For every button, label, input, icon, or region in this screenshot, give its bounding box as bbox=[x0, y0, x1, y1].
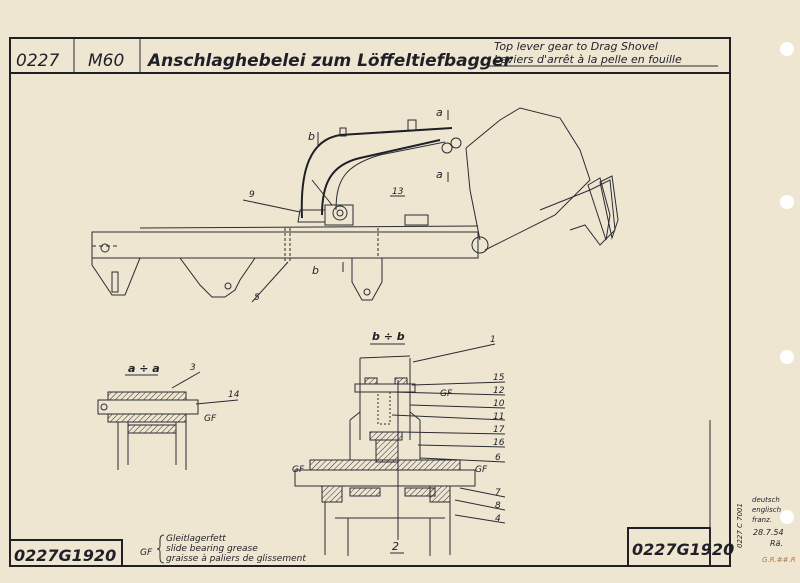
callout-6: 6 bbox=[495, 453, 501, 463]
grease-label-bb: GF bbox=[440, 389, 453, 399]
callout-11: 11 bbox=[493, 412, 504, 422]
title-german: Anschlaghebelei zum Löffeltiefbagger bbox=[146, 51, 513, 71]
section-aa-title: a ÷ a bbox=[128, 362, 160, 375]
legend-line-de: Gleitlagerfett bbox=[166, 534, 226, 544]
section-b-b: b ÷ b 1 15 12 bbox=[292, 330, 506, 556]
title-english: Top lever gear to Drag Shovel bbox=[494, 40, 658, 53]
punch-hole-top bbox=[780, 42, 794, 56]
language-en: englisch bbox=[752, 506, 781, 514]
callout-7: 7 bbox=[495, 488, 501, 498]
callout-leaders bbox=[391, 343, 506, 524]
callout-8: 8 bbox=[495, 501, 501, 511]
grease-label-bb-left: GF bbox=[292, 465, 305, 475]
callout-15: 15 bbox=[493, 373, 505, 383]
callout-2: 2 bbox=[392, 540, 399, 553]
legend-line-fr: graisse à paliers de glissement bbox=[166, 554, 306, 564]
callout-16: 16 bbox=[493, 438, 505, 448]
grease-label-bb-right: GF bbox=[475, 465, 488, 475]
callout-1: 1 bbox=[490, 335, 496, 345]
language-fr: franz. bbox=[752, 516, 772, 524]
callout-12: 12 bbox=[493, 386, 505, 396]
callout-14: 14 bbox=[228, 390, 240, 400]
legend-brace bbox=[156, 534, 165, 564]
section-mark-b-bottom: b bbox=[312, 264, 319, 277]
grease-legend: GF Gleitlagerfett slide bearing grease g… bbox=[140, 534, 306, 564]
callout-10: 10 bbox=[493, 399, 505, 409]
drawing-number-box-right: 0227G1920 bbox=[627, 420, 734, 567]
revision-code: 0227 C 7001 bbox=[736, 503, 744, 548]
section-bb-title: b ÷ b bbox=[372, 330, 405, 343]
section-mark-a-bottom: a bbox=[436, 168, 443, 181]
main-side-view: a a b b 9 13 5 bbox=[91, 106, 619, 303]
callout-3: 3 bbox=[190, 363, 196, 373]
section-mark-b-top: b bbox=[308, 130, 315, 143]
callout-17: 17 bbox=[493, 425, 505, 435]
grease-label-aa: GF bbox=[204, 414, 217, 424]
stamp: G.R.##.R bbox=[762, 556, 796, 564]
title-block: 0227 M60 Anschlaghebelei zum Löffeltiefb… bbox=[16, 40, 682, 71]
punch-hole-bottom bbox=[780, 510, 794, 524]
callout-13: 13 bbox=[392, 187, 404, 197]
sheet-number: 0227 bbox=[16, 51, 59, 71]
title-french: Leviers d'arrêt à la pelle en fouille bbox=[494, 53, 682, 66]
callout-9: 9 bbox=[249, 190, 255, 200]
punch-hole-upper bbox=[780, 195, 794, 209]
revision-date: 28.7.54 bbox=[753, 528, 784, 537]
legend-abbr: GF bbox=[140, 548, 153, 558]
section-a-a: a ÷ a 3 14 GF bbox=[97, 362, 240, 470]
frame bbox=[9, 37, 731, 567]
drawing-number-box-left: 0227G1920 bbox=[9, 539, 123, 567]
revision-strip: 0227 C 7001 deutsch englisch franz. 28.7… bbox=[736, 496, 796, 564]
model-code: M60 bbox=[88, 51, 124, 71]
drawing-number-left: 0227G1920 bbox=[14, 546, 116, 565]
drawing-number-right: 0227G1920 bbox=[632, 540, 734, 559]
legend-line-en: slide bearing grease bbox=[166, 544, 258, 554]
callout-4: 4 bbox=[495, 514, 501, 524]
revision-initials: Rä. bbox=[770, 539, 783, 548]
section-mark-a-top: a bbox=[436, 106, 443, 119]
punch-hole-lower bbox=[780, 350, 794, 364]
callout-5: 5 bbox=[254, 293, 260, 303]
language-de: deutsch bbox=[752, 496, 780, 504]
